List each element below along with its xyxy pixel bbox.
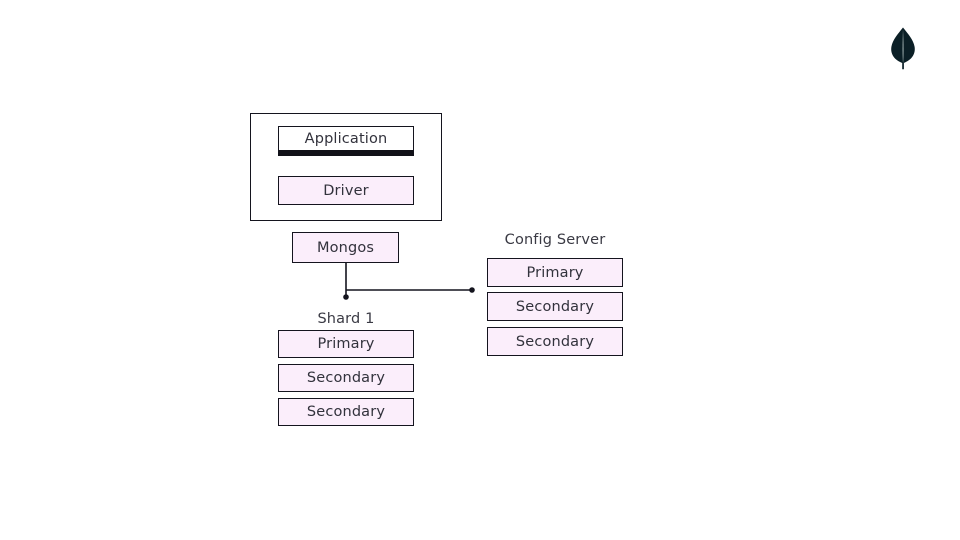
node-config-secondary-1-label: Secondary — [515, 298, 595, 315]
node-driver-label: Driver — [323, 182, 369, 199]
node-config-secondary-2-label: Secondary — [515, 333, 595, 350]
node-config-primary-label: Primary — [526, 264, 584, 281]
node-shard1-primary[interactable]: Primary — [278, 330, 414, 358]
mongodb-leaf-highlight — [902, 29, 904, 63]
node-mongos-label: Mongos — [316, 239, 375, 256]
node-mongos[interactable]: Mongos — [292, 232, 399, 263]
node-config-secondary-2[interactable]: Secondary — [487, 327, 623, 356]
shard1-group-label-text: Shard 1 — [317, 311, 375, 327]
connector-mongos-to-config-server-endpoint — [469, 287, 475, 293]
mongodb-leaf-icon — [891, 27, 915, 70]
node-application[interactable]: Application — [278, 126, 414, 156]
node-application-label: Application — [304, 130, 388, 147]
node-driver[interactable]: Driver — [278, 176, 414, 205]
config-server-group-label: Config Server — [487, 232, 623, 248]
node-shard1-secondary-2[interactable]: Secondary — [278, 398, 414, 426]
node-shard1-secondary-2-label: Secondary — [306, 404, 386, 420]
node-config-secondary-1[interactable]: Secondary — [487, 292, 623, 321]
node-shard1-primary-label: Primary — [317, 336, 375, 352]
connector-mongos-to-shard1-endpoint — [343, 294, 349, 300]
node-shard1-secondary-1-label: Secondary — [306, 370, 386, 386]
node-shard1-secondary-1[interactable]: Secondary — [278, 364, 414, 392]
config-server-group-label-text: Config Server — [504, 232, 606, 248]
shard1-group-label: Shard 1 — [278, 311, 414, 327]
node-config-primary[interactable]: Primary — [487, 258, 623, 287]
